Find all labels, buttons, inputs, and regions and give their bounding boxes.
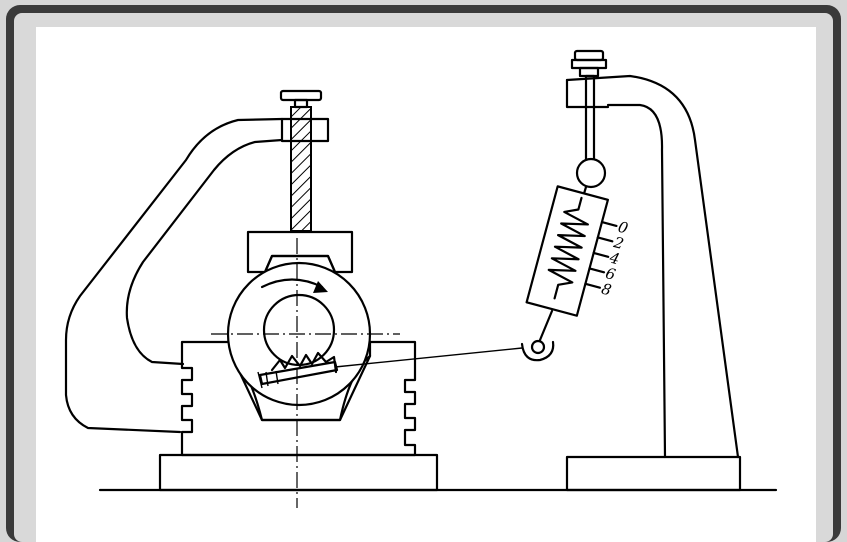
rotation-arrow-icon xyxy=(313,281,328,293)
scale-hook-rod xyxy=(538,309,554,342)
right-base-plate xyxy=(565,455,742,492)
threaded-rod xyxy=(290,106,312,232)
scale-hook-icon xyxy=(520,340,555,362)
pressure-block xyxy=(246,230,354,274)
scale-hook-eye xyxy=(530,339,546,355)
scale-ring xyxy=(575,157,607,189)
scale-spring xyxy=(547,196,589,300)
spring-scale: 0 2 4 6 8 xyxy=(520,157,630,362)
lever-arm xyxy=(258,360,339,386)
c-frame xyxy=(64,117,330,434)
scale-label-4: 4 xyxy=(607,248,622,268)
lever-end xyxy=(257,370,279,389)
v-block xyxy=(180,340,417,457)
drawing-paper xyxy=(36,27,816,542)
scale-body xyxy=(525,185,610,317)
stand-screw-knob xyxy=(573,49,605,62)
screw-knob xyxy=(279,89,323,102)
scale-label-2: 2 xyxy=(611,233,626,253)
scale-label-8: 8 xyxy=(599,280,613,300)
stand-screw xyxy=(570,49,608,166)
left-base-plate xyxy=(158,453,439,492)
scale-ticks xyxy=(584,220,618,289)
rotation-arc xyxy=(260,278,324,289)
pull-cord xyxy=(334,347,523,368)
gripping-teeth xyxy=(270,351,338,374)
